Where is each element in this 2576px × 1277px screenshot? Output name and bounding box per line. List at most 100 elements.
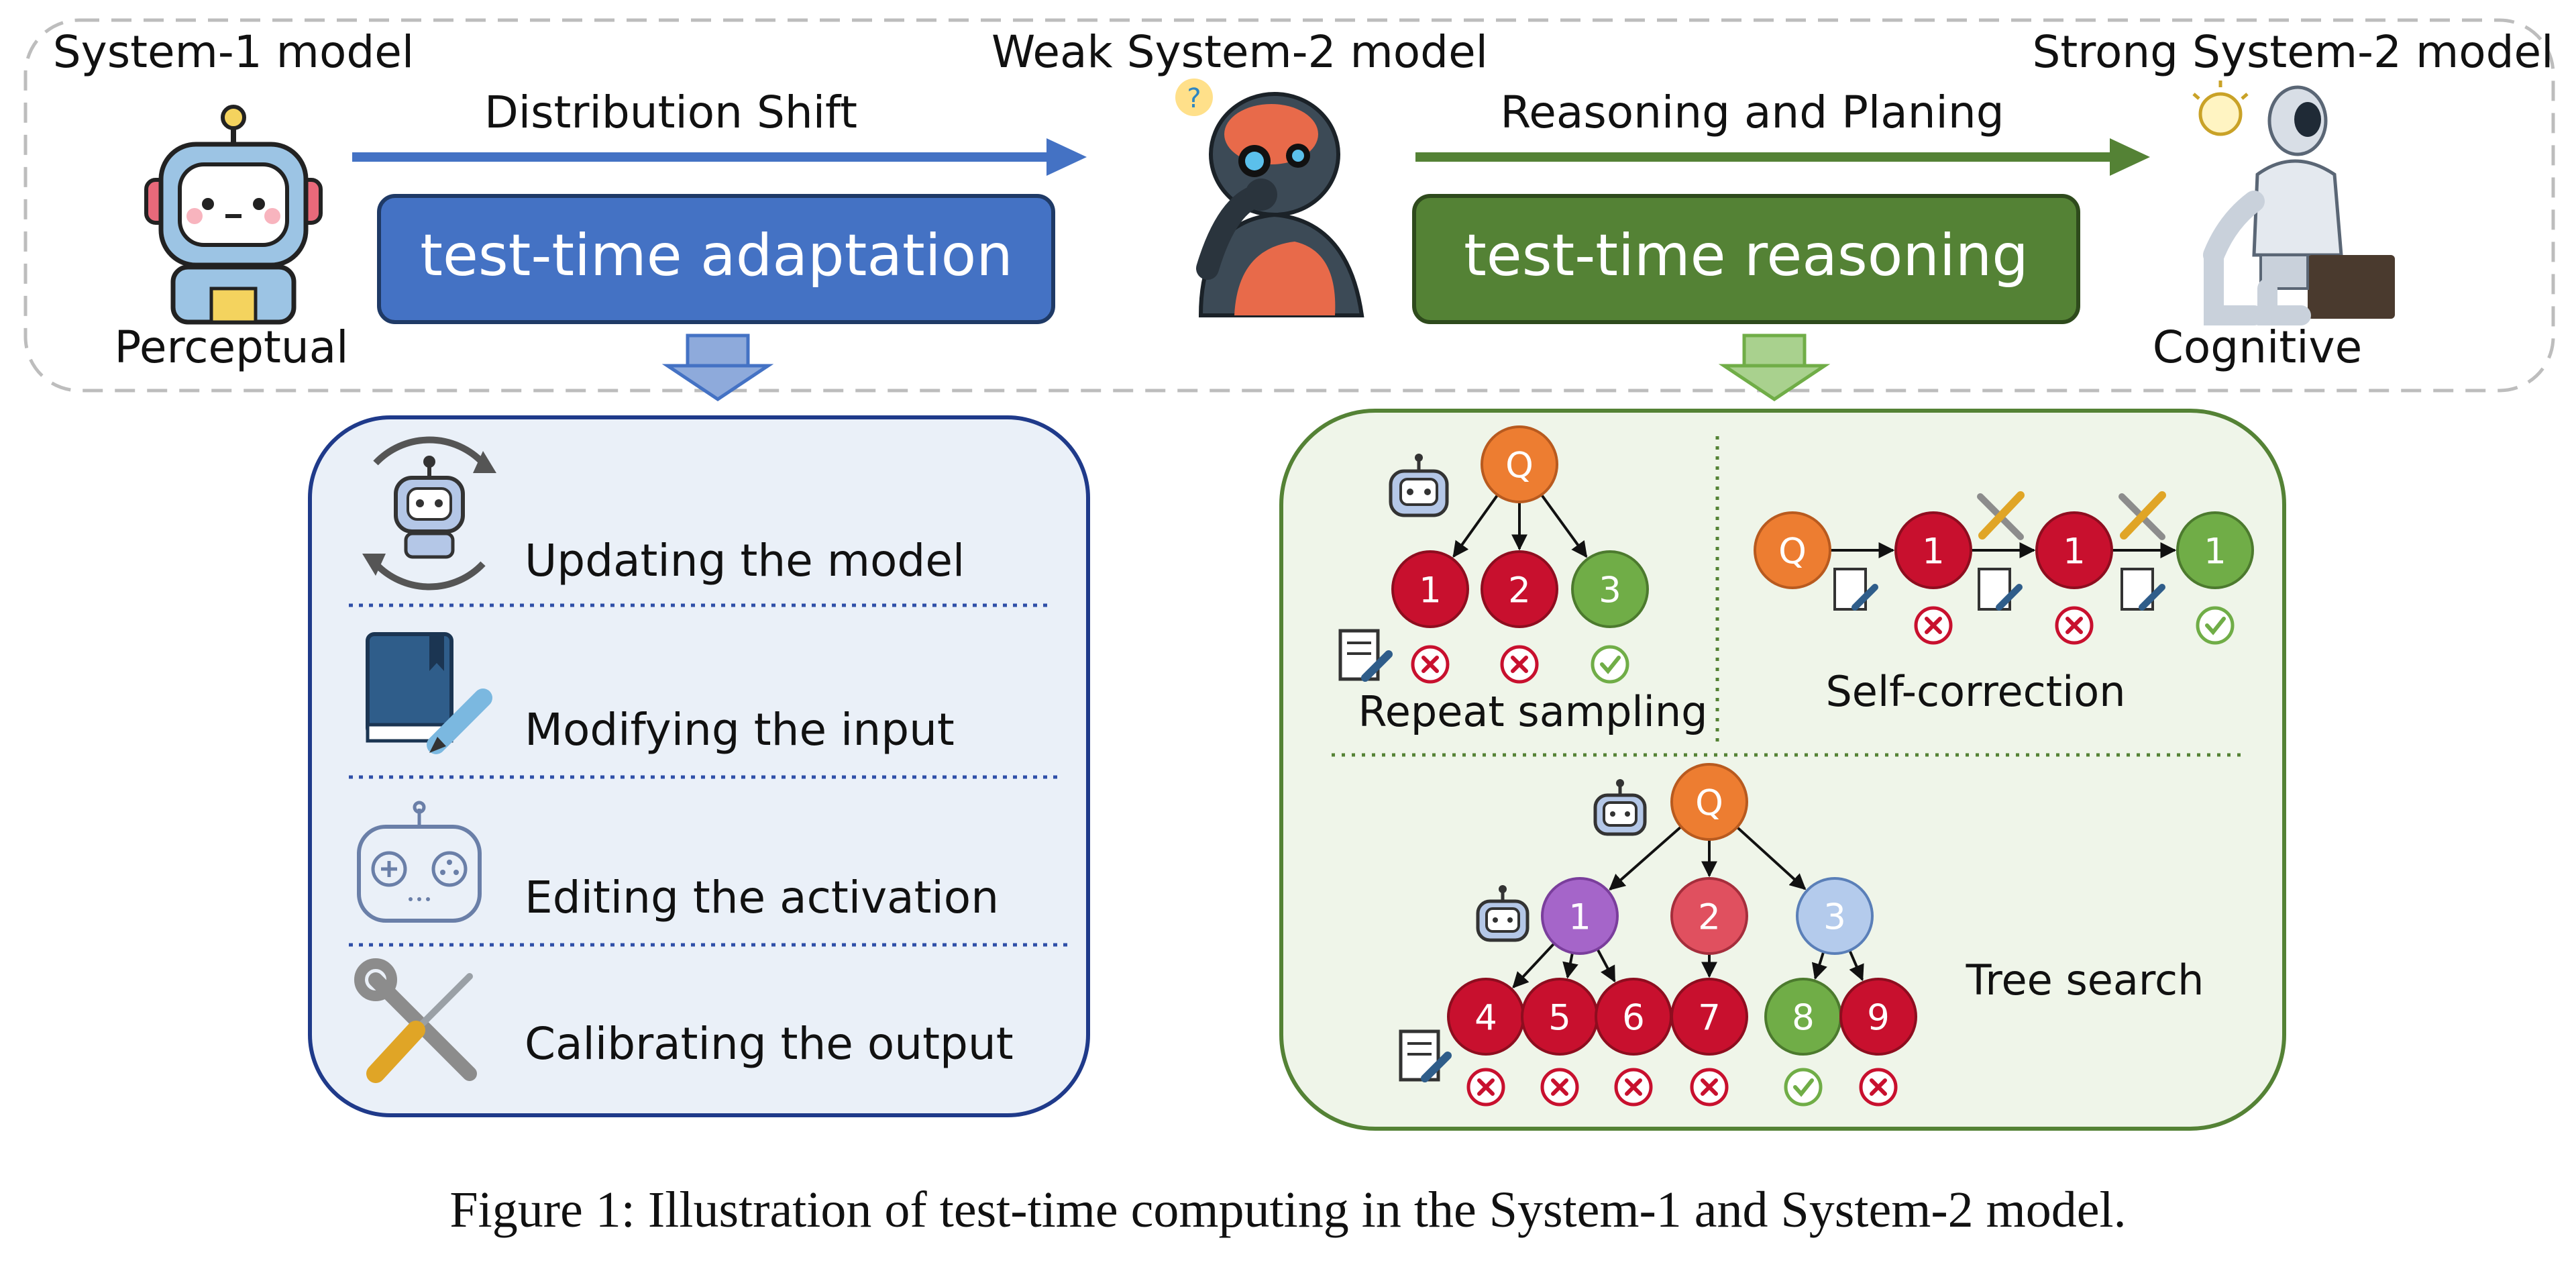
graph-edge: [1540, 494, 1588, 558]
self-correction-title: Self-correction: [1825, 667, 2125, 716]
adaptation-item-label: Calibrating the output: [525, 1018, 1014, 1070]
tree-leaf-node-label: 7: [1698, 998, 1721, 1039]
selfcorr-root-node: [1754, 511, 1831, 589]
graph-edge: [1512, 942, 1556, 988]
note-icon: [1338, 629, 1393, 682]
tree-root-node: [1670, 763, 1748, 841]
graph-edge: [1736, 826, 1807, 890]
adaptation-item-label: Updating the model: [525, 535, 965, 586]
repeat-node-label: 1: [1419, 570, 1442, 611]
svg-text:?: ?: [1187, 83, 1201, 114]
note-icon: [1399, 1029, 1452, 1082]
ttr-box-label: test-time reasoning: [1464, 222, 2029, 289]
check-mark: [2205, 617, 2226, 635]
repeat-root-node: [1481, 425, 1558, 503]
graph-edge: [1596, 948, 1616, 983]
repeat-sampling-title: Repeat sampling: [1358, 687, 1707, 736]
graph-edge: [1452, 494, 1499, 558]
repeat-node: [1571, 550, 1649, 628]
selfcorr-node-label: 1: [1922, 531, 1945, 572]
strong-system2-label: Strong System-2 model: [2033, 26, 2554, 78]
graph-edge: [1848, 950, 1864, 982]
robot-icon: [1389, 454, 1449, 517]
adaptation-panel: [308, 415, 1090, 1117]
tree-leaf-node-label: 4: [1474, 998, 1497, 1039]
cross-mark: [1625, 1078, 1642, 1096]
tools-icon: [2118, 491, 2166, 540]
robot-refresh-icon: [362, 436, 496, 591]
cross-mark: [1477, 1078, 1495, 1096]
tree-level1-node-label: 2: [1698, 897, 1721, 938]
selfcorr-node: [2035, 511, 2113, 589]
graph-edge: [1562, 952, 1578, 979]
tree-level1-node-label: 3: [1823, 897, 1846, 938]
tools-icon: [1977, 491, 2025, 540]
robot-icon: [1593, 779, 1647, 836]
selfcorr-node: [2176, 511, 2254, 589]
repeat-node: [1391, 550, 1469, 628]
tree-leaf-node-label: 9: [1867, 998, 1890, 1039]
strong-robot-icon: [2192, 81, 2395, 325]
check-mark: [1600, 656, 1621, 674]
system1-robot-icon: [144, 105, 323, 325]
cross-mark: [1870, 1078, 1887, 1096]
selfcorr-root-node-label: Q: [1778, 531, 1807, 572]
tree-level1-node: [1796, 877, 1874, 955]
tta-down-arrow: [661, 334, 774, 402]
repeat-node: [1481, 550, 1558, 628]
cognitive-label: Cognitive: [2153, 321, 2362, 373]
tta-box-label: test-time adaptation: [420, 222, 1013, 289]
adaptation-item-label: Modifying the input: [525, 704, 955, 756]
graph-edge: [1811, 951, 1827, 980]
ttr-down-arrow: [1718, 334, 1831, 402]
tree-level1-node: [1541, 877, 1619, 955]
note-icon: [2121, 568, 2165, 611]
tree-root-node-label: Q: [1695, 783, 1723, 824]
weak-system2-label: Weak System-2 model: [991, 26, 1488, 78]
repeat-root-node-label: Q: [1505, 446, 1534, 487]
note-icon: [1978, 568, 2023, 611]
check-icon: [1784, 1068, 1823, 1107]
reasoning-arrow: [1415, 138, 2150, 176]
figure-caption: Figure 1: Illustration of test-time comp…: [449, 1182, 2127, 1238]
robot-icon: [1476, 885, 1529, 942]
repeat-node-label: 2: [1508, 570, 1531, 611]
tree-level1-node-label: 1: [1568, 897, 1591, 938]
distribution-shift-arrow: [352, 138, 1087, 176]
book-pen-icon: [366, 632, 492, 754]
cross-mark: [2065, 617, 2083, 634]
tree-leaf-node-label: 8: [1792, 998, 1815, 1039]
check-mark: [1793, 1078, 1814, 1097]
cross-mark: [1925, 617, 1942, 634]
top-dashed-frame: [23, 18, 2555, 393]
distribution-shift-label: Distribution Shift: [484, 87, 857, 138]
repeat-node-label: 3: [1599, 570, 1621, 611]
gamepad-icon: [357, 801, 482, 923]
tree-leaf-node: [1670, 978, 1748, 1056]
tree-leaf-node-label: 5: [1548, 998, 1571, 1039]
tree-leaf-node: [1839, 978, 1917, 1056]
system1-label: System-1 model: [53, 26, 414, 78]
tree-search-title: Tree search: [1966, 956, 2204, 1005]
check-icon: [1591, 645, 1629, 684]
selfcorr-node: [1894, 511, 1972, 589]
note-icon: [1833, 568, 1878, 611]
tree-level1-node: [1670, 877, 1748, 955]
selfcorr-node-label: 1: [2204, 531, 2226, 572]
cross-mark: [1551, 1078, 1568, 1096]
cross-mark: [1421, 656, 1439, 673]
check-icon: [2196, 606, 2235, 645]
tta-box: test-time adaptation: [377, 194, 1055, 324]
tree-leaf-node-label: 6: [1622, 998, 1645, 1039]
selfcorr-node-label: 1: [2063, 531, 2086, 572]
graph-edge: [1609, 825, 1682, 890]
cross-mark: [1701, 1078, 1718, 1096]
cross-mark: [1511, 656, 1528, 673]
perceptual-label: Perceptual: [114, 321, 348, 373]
thinking-robot-icon: ?: [1175, 79, 1364, 317]
adaptation-item-label: Editing the activation: [525, 872, 999, 923]
tools-icon: [354, 958, 477, 1083]
reasoning-label: Reasoning and Planing: [1500, 87, 2004, 138]
